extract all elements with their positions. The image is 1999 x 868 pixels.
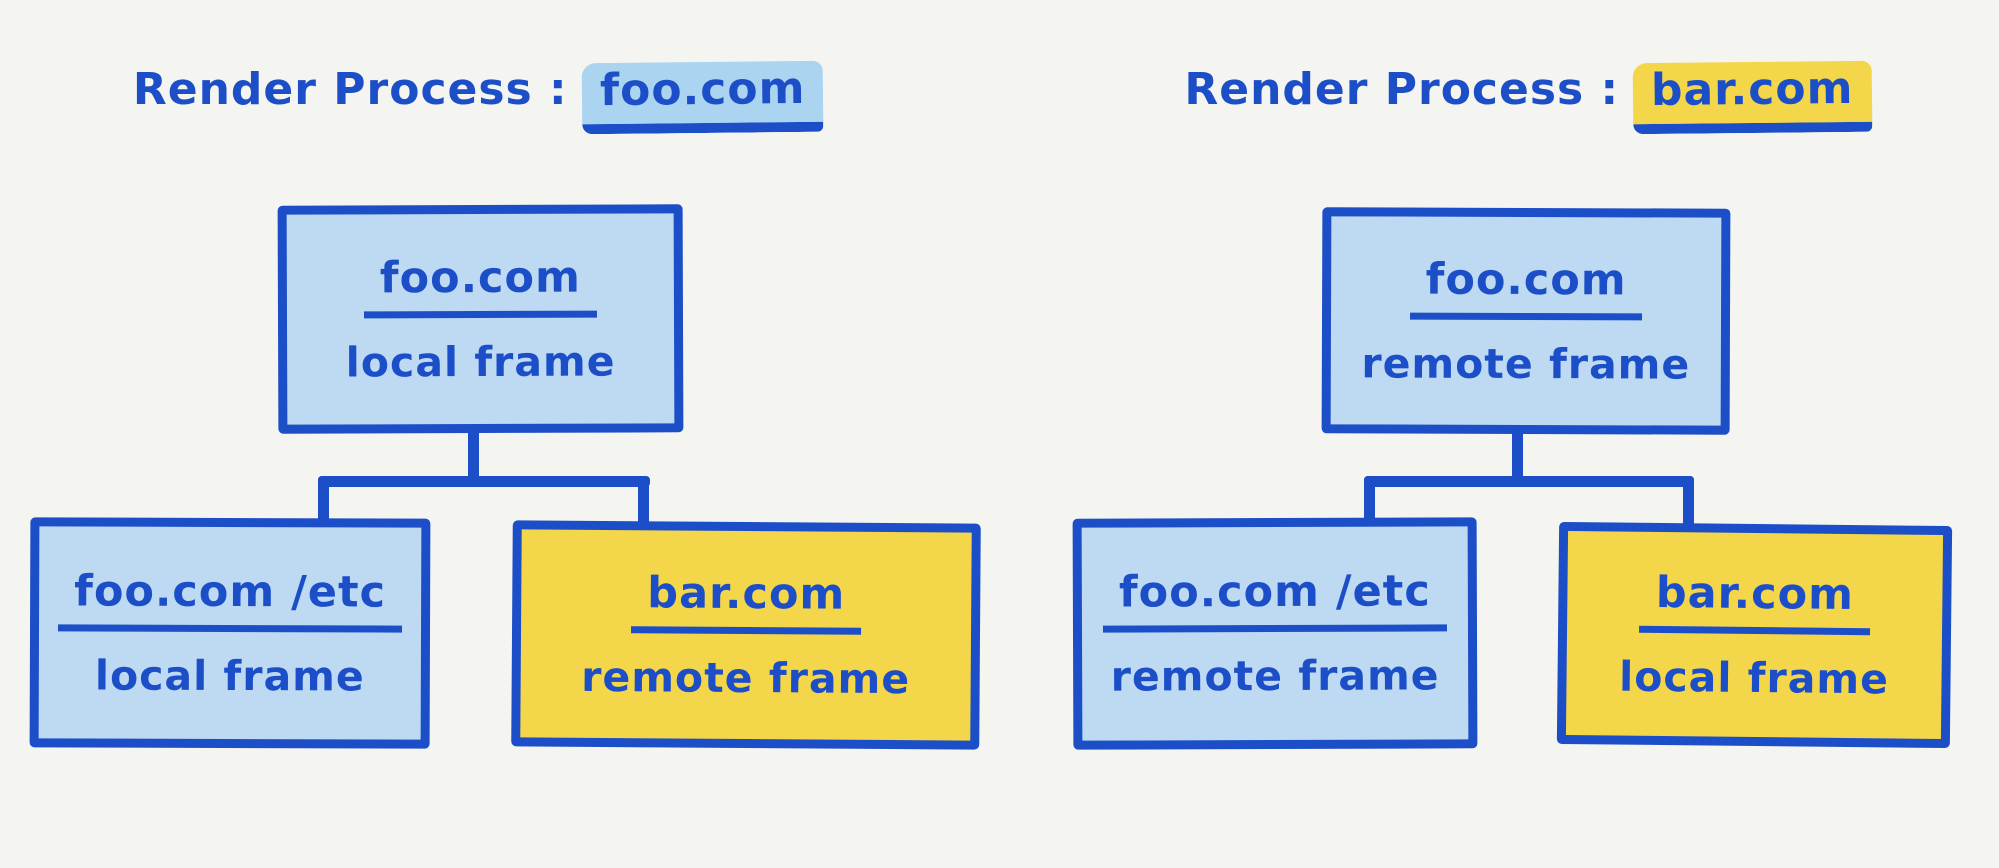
root-node-foo-process: foo.com local frame — [277, 204, 684, 434]
connector-stem — [1512, 428, 1523, 486]
connector-drop-right — [638, 476, 649, 528]
node-frame-label: local frame — [94, 651, 365, 700]
title-prefix: Render Process : — [132, 64, 568, 115]
connector-bar — [318, 476, 650, 487]
node-domain-label: foo.com — [363, 252, 597, 318]
root-node-bar-process: foo.com remote frame — [1321, 207, 1731, 435]
panel-title-bar: Render Process :bar.com — [1168, 60, 1888, 135]
node-domain-label: bar.com — [1639, 567, 1871, 635]
connector-drop-right — [1683, 476, 1694, 530]
node-frame-label: local frame — [345, 337, 616, 386]
title-domain-highlight: bar.com — [1632, 60, 1873, 135]
node-domain-label: foo.com /etc — [1102, 566, 1447, 633]
panel-title-foo: Render Process : foo.com — [118, 60, 838, 135]
node-frame-label: remote frame — [1361, 338, 1691, 389]
child-node-bar-local: bar.com local frame — [1556, 521, 1953, 749]
node-frame-label: local frame — [1618, 652, 1890, 703]
node-frame-label: remote frame — [581, 652, 911, 703]
child-node-foo-etc: foo.com /etc local frame — [29, 517, 431, 749]
connector-bar — [1364, 476, 1694, 487]
connector-stem — [468, 428, 479, 486]
node-frame-label: remote frame — [1110, 651, 1440, 701]
child-node-foo-etc-remote: foo.com /etc remote frame — [1072, 517, 1478, 750]
connector-drop-left — [1364, 476, 1375, 524]
title-prefix: Render Process : — [1184, 64, 1620, 115]
child-node-bar-remote: bar.com remote frame — [511, 520, 981, 750]
node-domain-label: bar.com — [630, 567, 862, 635]
node-domain-label: foo.com — [1409, 254, 1643, 320]
title-domain-highlight: foo.com — [581, 60, 824, 135]
connector-drop-left — [318, 476, 329, 524]
node-domain-label: foo.com /etc — [58, 565, 403, 633]
